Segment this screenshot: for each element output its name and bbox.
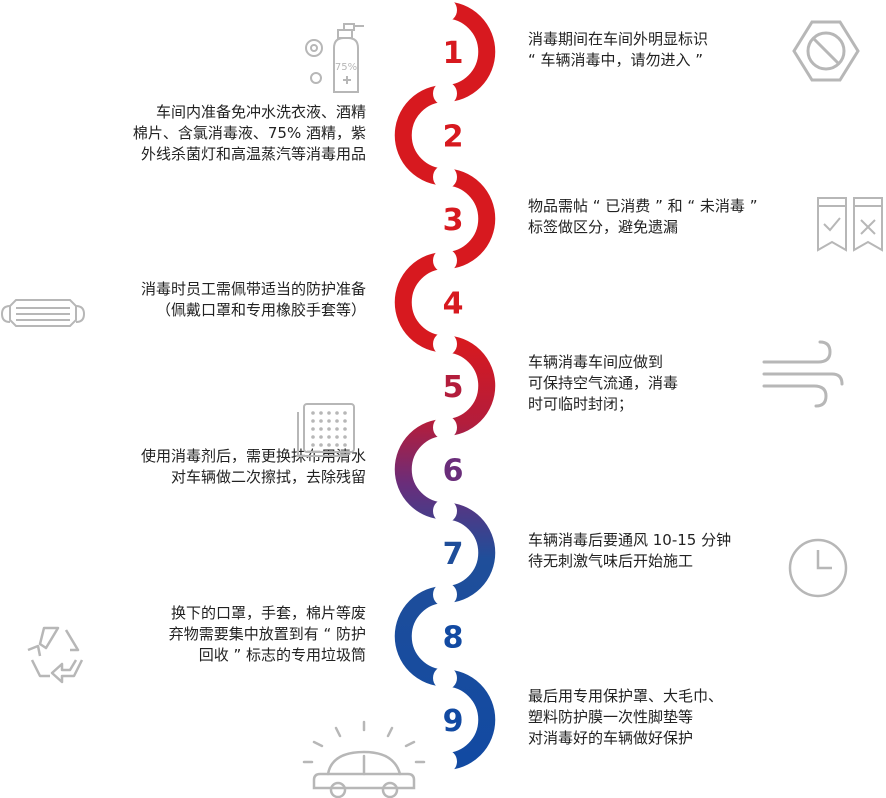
junction-dot [433,582,457,607]
step-1-line-1: 消毒期间在车间外明显标识 [528,30,709,48]
step-8-line-3: 回收 ” 标志的专用垃圾筒 [198,646,366,664]
step-2-line-1: 车间内准备免冲水洗衣液、酒精 [155,103,366,121]
cleaning-cloth-icon [294,400,358,460]
step-5-line-3: 时可临时封闭； [528,395,634,413]
step-9-line-1: 最后用专用保护罩、大毛巾、 [528,687,724,705]
junction-dot [433,749,457,774]
step-3-line-1: 物品需帖 “ 已消费 ” 和 “ 未消毒 ” [528,197,758,215]
step-6-line-2: 对车辆做二次擦拭，去除残留 [170,468,366,486]
step-2-line-3: 外线杀菌灯和高温蒸汽等消毒用品 [140,145,366,163]
step-8-description: 换下的口罩，手套，棉片等废弃物需要集中放置到有 “ 防护回收 ” 标志的专用垃圾… [169,603,366,666]
face-mask-icon [0,290,86,336]
step-4-description: 消毒时员工需佩带适当的防护准备 （佩戴口罩和专用橡胶手套等） [141,279,366,321]
svg-text:75%: 75% [335,62,357,73]
step-3-description: 物品需帖 “ 已消费 ” 和 “ 未消毒 ” 标签做区分，避免遗漏 [528,196,757,238]
no-entry-icon [790,18,862,84]
step-9-line-2: 塑料防护膜一次性脚垫等 [528,708,694,726]
step-5-line-1: 车辆消毒车间应做到 [528,353,664,371]
junction-dot [433,248,457,273]
step-1-line-2: “ 车辆消毒中，请勿进入 ” [528,51,704,69]
step-number-2: 2 [443,119,464,154]
wind-icon [760,336,846,412]
step-2-line-2: 棉片、含氯消毒液、75% 酒精，紫 [132,124,366,142]
step-number-3: 3 [443,203,464,238]
step-3-line-2: 标签做区分，避免遗漏 [528,218,679,236]
step-number-4: 4 [443,286,464,321]
step-5-description: 车辆消毒车间应做到可保持空气流通，消毒时可临时封闭； [528,352,678,415]
junction-dot [433,666,457,690]
sanitizer-bottle-icon: 75% [298,20,380,98]
step-8-line-2: 弃物需要集中放置到有 “ 防护 [168,625,366,643]
junction-dot [433,332,457,356]
step-number-6: 6 [443,453,464,488]
recycle-icon [22,620,94,686]
step-4-line-1: 消毒时员工需佩带适当的防护准备 [140,280,366,298]
check-cross-tags-icon [814,194,886,258]
step-5-line-2: 可保持空气流通，消毒 [528,374,679,392]
wave-line [394,1,496,770]
step-number-7: 7 [443,537,464,572]
junction-dot [433,165,457,189]
junction-dot [433,0,457,22]
junction-dot [433,415,457,440]
step-number-1: 1 [443,36,464,71]
step-9-description: 最后用专用保护罩、大毛巾、塑料防护膜一次性脚垫等对消毒好的车辆做好保护 [528,686,723,749]
step-8-line-1: 换下的口罩，手套，棉片等废 [170,604,366,622]
step-2-description: 车间内准备免冲水洗衣液、酒精棉片、含氯消毒液、75% 酒精，紫外线杀菌灯和高温蒸… [133,102,366,165]
step-7-description: 车辆消毒后要通风 10-15 分钟待无刺激气味后开始施工 [528,530,731,572]
step-7-line-1: 车辆消毒后要通风 10-15 分钟 [528,531,732,549]
clock-icon [786,536,850,600]
step-9-line-3: 对消毒好的车辆做好保护 [528,729,694,747]
step-4-line-2: （佩戴口罩和专用橡胶手套等） [155,301,366,319]
step-7-line-2: 待无刺激气味后开始施工 [528,552,694,570]
step-number-8: 8 [443,620,464,655]
junction-dot [433,81,457,106]
car-icon [300,718,430,798]
step-number-5: 5 [443,370,464,405]
junction-dot [433,499,457,523]
step-number-9: 9 [443,704,464,739]
step-1-description: 消毒期间在车间外明显标识 “ 车辆消毒中，请勿进入 ” [528,29,708,71]
